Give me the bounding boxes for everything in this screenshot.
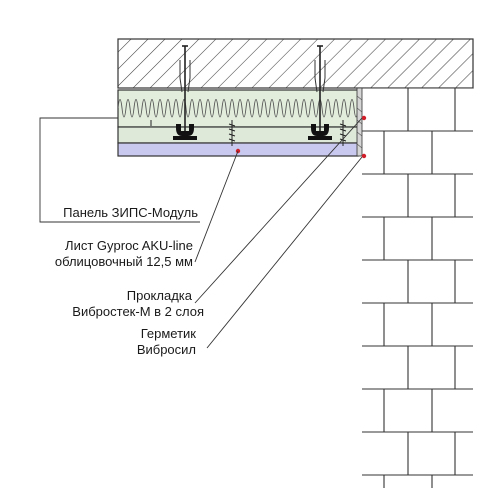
zips-panel (117, 89, 359, 144)
label-gasket-line2: Вибростек-М в 2 слоя (72, 304, 204, 319)
leader-lines (39, 117, 363, 349)
concrete-slab (117, 38, 474, 89)
brick-wall (362, 88, 473, 488)
label-sheet-line1: Лист Gyproc AKU-line (65, 238, 193, 253)
label-sealant-line2: Вибросил (136, 342, 196, 357)
label-panel: Панель ЗИПС-Модуль (63, 205, 198, 220)
vibro-anchor-right (308, 45, 332, 140)
screws (150, 120, 347, 146)
label-sheet-line2: облицовочный 12,5 мм (54, 254, 193, 269)
label-gasket-line1: Прокладка (126, 288, 192, 303)
label-sealant-line1: Герметик (140, 326, 196, 341)
vibro-anchor-left (173, 45, 197, 140)
